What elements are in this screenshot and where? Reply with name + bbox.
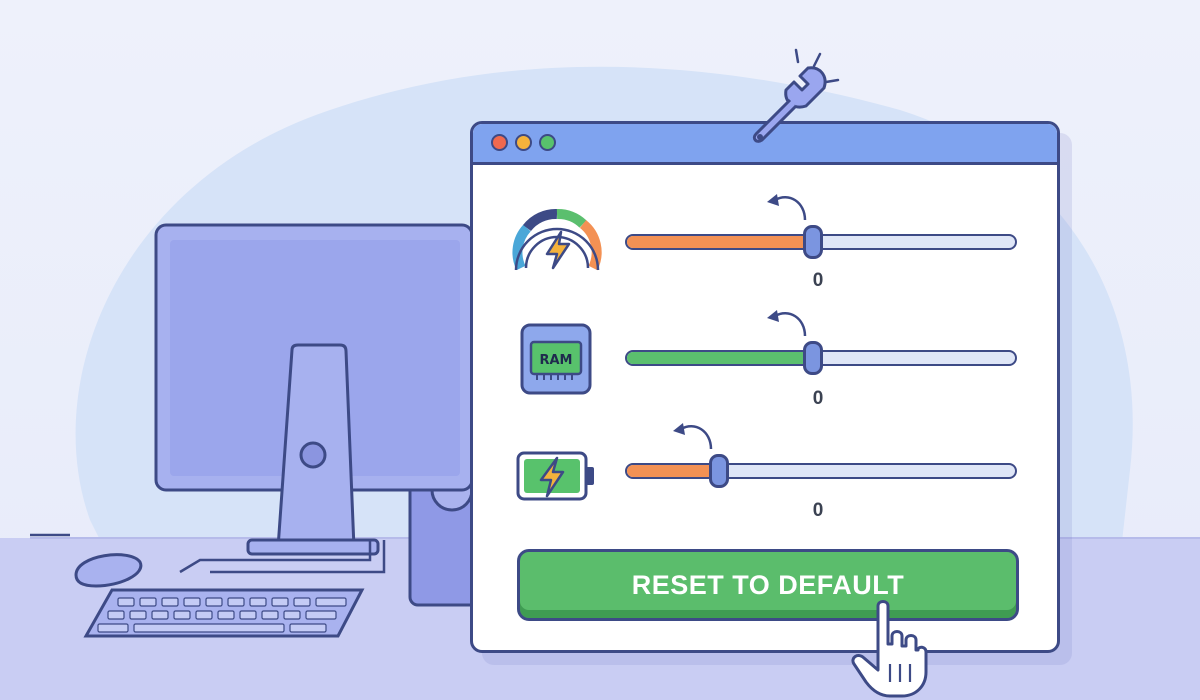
monitor-illustration [154, 223, 474, 574]
battery-value: 0 [812, 500, 824, 521]
memory-slider[interactable] [625, 310, 1017, 375]
wrench-icon [752, 48, 840, 143]
hand-pointer-icon [851, 600, 928, 698]
battery-charging-icon [516, 451, 594, 501]
undo-arrow-icon [767, 310, 807, 337]
performance-gauge-icon [512, 209, 602, 271]
battery-slider[interactable] [625, 423, 1017, 488]
maximize-window-button[interactable] [539, 134, 556, 151]
battery-slider-thumb[interactable] [709, 454, 729, 488]
performance-slider-thumb[interactable] [803, 225, 823, 259]
performance-value: 0 [812, 270, 824, 291]
close-window-button[interactable] [491, 134, 508, 151]
reset-to-default-button[interactable]: RESET TO DEFAULT [517, 549, 1019, 621]
settings-window: 0 RAM 0 0 RESET TO DEFAULT [470, 121, 1060, 653]
performance-slider[interactable] [625, 194, 1017, 259]
ram-chip-label: RAM [539, 353, 572, 368]
keyboard-illustration [83, 588, 365, 638]
ram-chip-icon: RAM [520, 323, 592, 395]
undo-arrow-icon [673, 423, 713, 450]
mouse-illustration [74, 553, 143, 588]
memory-value: 0 [812, 388, 824, 409]
minimize-window-button[interactable] [515, 134, 532, 151]
memory-slider-thumb[interactable] [803, 341, 823, 375]
undo-arrow-icon [767, 194, 807, 221]
